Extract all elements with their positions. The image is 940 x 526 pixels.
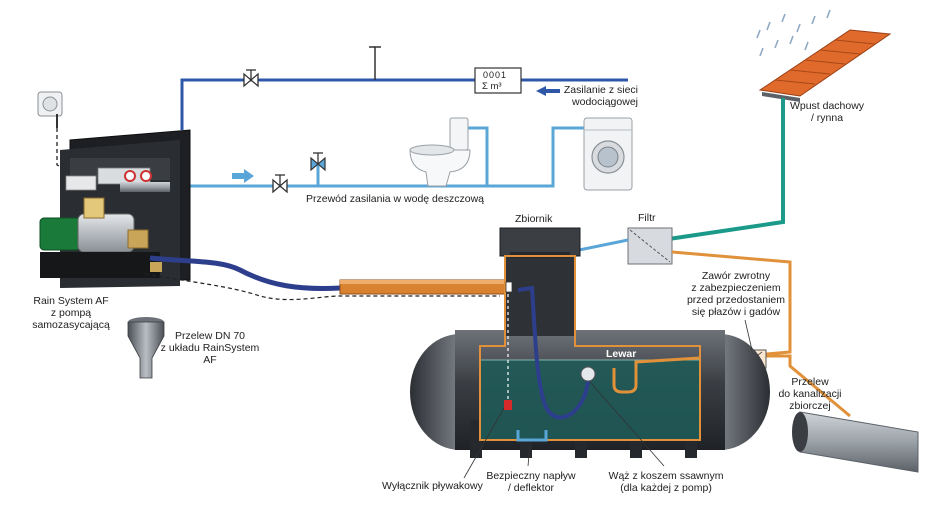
label-rain-system-line: z pompą bbox=[50, 307, 92, 319]
label-overflow-dn70-line: AF bbox=[203, 354, 217, 366]
water-meter-sum: Σ m³ bbox=[482, 81, 502, 92]
label-sewer-overflow-line: zbiorczej bbox=[789, 400, 831, 412]
orange-sleeve-pipe bbox=[339, 279, 506, 295]
label-inflow-line: / deflektor bbox=[507, 482, 555, 494]
power-cable bbox=[56, 128, 73, 173]
rainwater-pipe bbox=[160, 126, 585, 188]
roof-downpipe bbox=[661, 98, 785, 242]
rain-valve-icon-1 bbox=[272, 174, 288, 194]
suction-float-ball-icon bbox=[580, 366, 596, 382]
power-socket-icon bbox=[37, 91, 63, 128]
label-check-valve-line: z zabezpieczeniem bbox=[691, 282, 781, 294]
water-meter-icon bbox=[474, 67, 522, 94]
calmed-inlet-icon bbox=[516, 430, 548, 442]
label-suction-hose: Wąż z koszem ssawnym (dla każdej z pomp) bbox=[606, 470, 726, 494]
suction-hose-in-tank bbox=[517, 285, 590, 420]
label-check-valve-line: się płazów i gadów bbox=[691, 306, 781, 318]
label-roof-inlet: Wpust dachowy / rynna bbox=[784, 100, 870, 124]
label-sewer-overflow-line: Przelew bbox=[791, 376, 829, 388]
flow-arrow-rain-icon bbox=[232, 169, 254, 183]
label-mains-supply: Zasilanie z sieci wodociągowej bbox=[560, 84, 638, 108]
label-overflow-dn70: Przelew DN 70 z układu RainSystem AF bbox=[160, 330, 260, 366]
label-inflow: Bezpieczny napływ / deflektor bbox=[486, 470, 576, 494]
label-suction-hose-line: (dla każdej z pomp) bbox=[620, 482, 712, 494]
rainwater-tank bbox=[410, 227, 770, 458]
mains-valve-icon bbox=[243, 69, 259, 88]
pump-suction-hose bbox=[149, 255, 505, 291]
roof-tiles-icon bbox=[758, 29, 892, 102]
overflow-funnel-icon bbox=[127, 317, 165, 379]
rain-valve-icon-2 bbox=[310, 152, 326, 186]
label-filter: Filtr bbox=[638, 212, 656, 224]
label-mains-supply-line: Zasilanie z sieci bbox=[563, 84, 638, 96]
toilet-icon bbox=[409, 117, 471, 187]
label-inflow-line: Bezpieczny napływ bbox=[486, 470, 576, 482]
label-rain-system-line: Rain System AF bbox=[33, 295, 109, 307]
water-meter-reading: 0001 bbox=[483, 70, 508, 80]
label-tank: Zbiornik bbox=[515, 213, 553, 225]
label-mains-supply-line: wodociągowej bbox=[572, 96, 638, 108]
mains-supply-pipe bbox=[180, 78, 628, 130]
rain-drops-icon bbox=[756, 9, 831, 57]
label-roof-inlet-line: Wpust dachowy bbox=[789, 100, 865, 112]
label-siphon: Lewar bbox=[606, 348, 637, 360]
siphon-icon bbox=[612, 356, 701, 394]
label-check-valve-line: przed przedostaniem bbox=[686, 294, 786, 306]
label-check-valve: Zawór zwrotny z zabezpieczeniem przed pr… bbox=[676, 270, 796, 318]
label-float-switch: Wyłącznik pływakowy bbox=[382, 480, 483, 492]
label-overflow-dn70-line: z układu RainSystem bbox=[160, 342, 260, 354]
rain-system-pump-unit bbox=[39, 129, 191, 288]
label-overflow-dn70-line: Przelew DN 70 bbox=[174, 330, 246, 342]
filter-icon bbox=[627, 227, 673, 265]
label-suction-hose-line: Wąż z koszem ssawnym bbox=[608, 470, 724, 482]
label-check-valve-line: Zawór zwrotny bbox=[701, 270, 771, 282]
flow-arrow-mains-icon bbox=[536, 86, 560, 96]
label-rain-system-line: samozasycającą bbox=[32, 319, 110, 331]
washing-machine-icon bbox=[583, 117, 633, 191]
leader-lines bbox=[463, 319, 753, 479]
label-rainwater-pipe: Przewód zasilania w wodę deszczową bbox=[306, 193, 485, 205]
label-rain-system: Rain System AF z pompą samozasycającą bbox=[26, 295, 116, 331]
label-sewer-overflow: Przelew do kanalizacji zbiorczej bbox=[770, 376, 850, 412]
vertical-vent-pipe bbox=[369, 46, 381, 80]
label-sewer-overflow-line: do kanalizacji bbox=[778, 388, 842, 400]
float-switch-icon bbox=[504, 281, 513, 410]
label-roof-inlet-line: / rynna bbox=[810, 112, 844, 124]
sewer-pipe-icon bbox=[792, 411, 919, 473]
